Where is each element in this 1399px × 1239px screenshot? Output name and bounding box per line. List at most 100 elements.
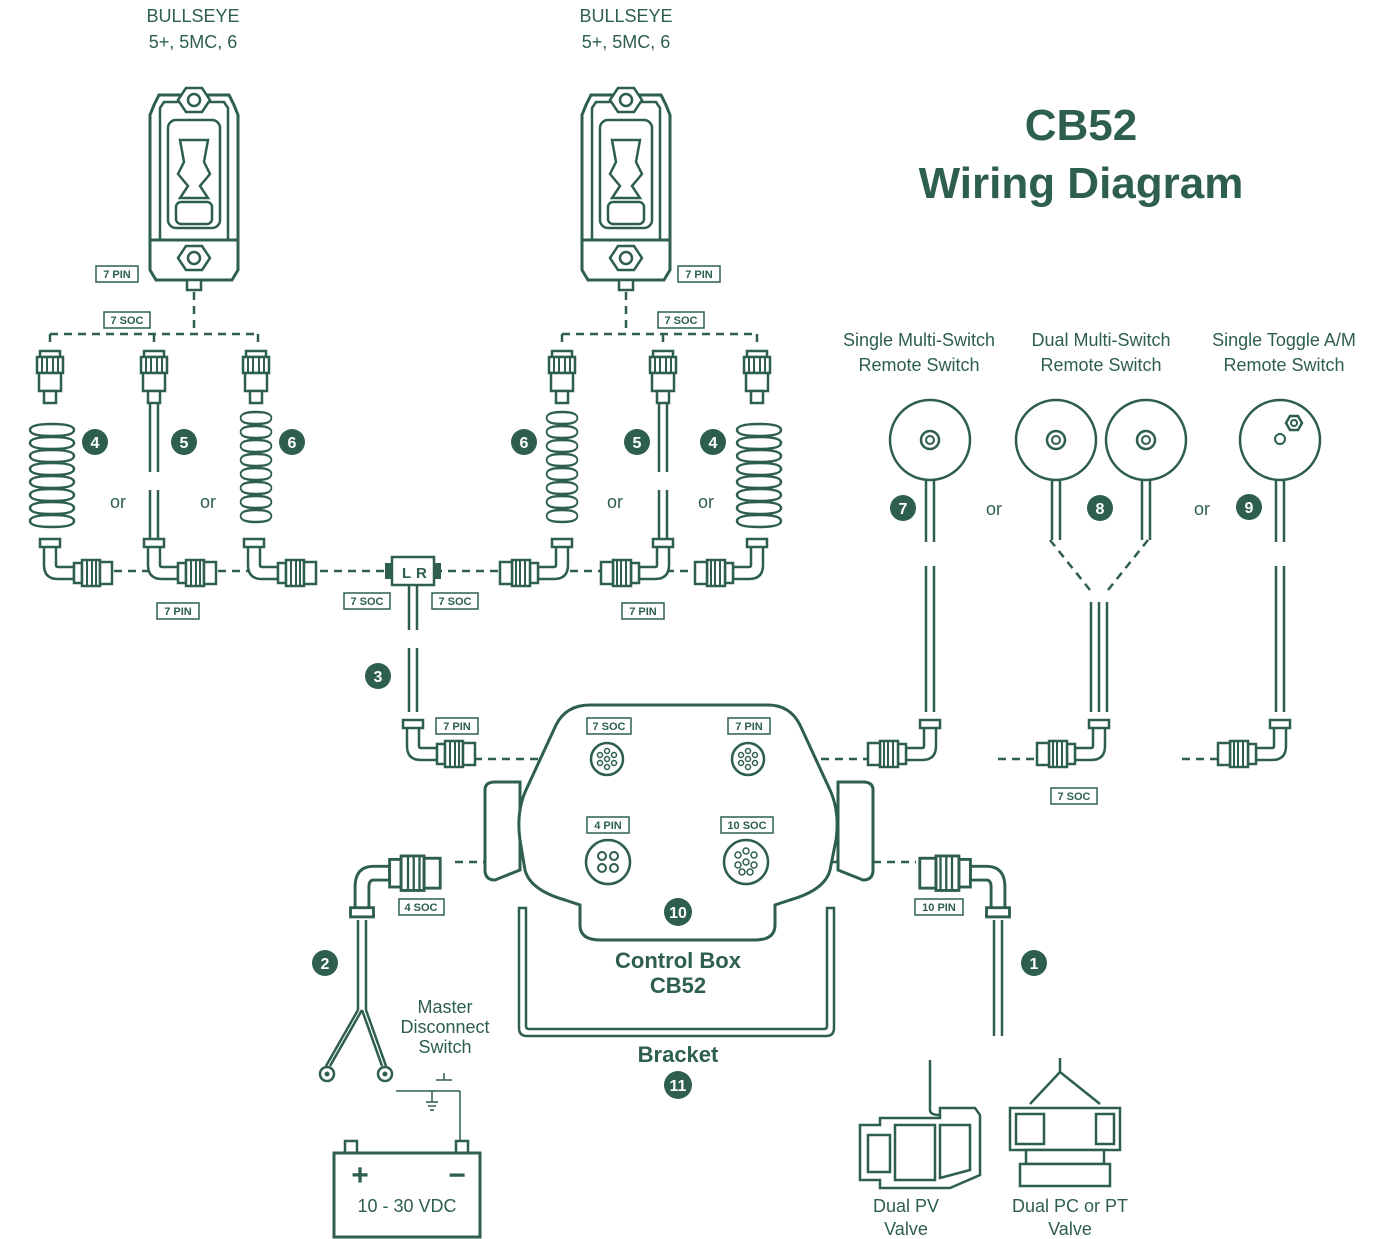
connector-tag-text: 7 SOC [1057,791,1090,803]
connector-tag-text: 7 SOC [110,315,143,327]
connector-tag-text: 7 SOC [350,596,383,608]
cable-5-left [139,349,218,588]
badge-text: 10 [669,905,687,922]
connector-tag-text: 7 PIN [629,606,657,618]
left-controller-label-line1: BULLSEYE [146,6,239,26]
battery-minus: − [448,1159,466,1192]
bracket-label: Bracket [638,1042,719,1067]
cable-6-left [239,349,318,588]
badge-text: 8 [1096,501,1105,518]
badge-text: 3 [374,669,383,686]
dual-multi-label-line1: Dual Multi-Switch [1031,330,1170,350]
splitter-right-label: R [416,565,427,582]
connector-tag: 10 PIN [914,898,964,916]
badge-text: 11 [670,1078,687,1095]
connector-tag: 4 PIN [586,816,630,834]
number-badge-1: 1 [1021,950,1047,976]
connector-tag: 4 SOC [398,898,445,916]
number-badge-11: 11 [664,1071,692,1099]
connector-tag-text: 7 PIN [443,721,471,733]
remote-switch-single-toggle [1216,398,1322,769]
or-text: or [200,492,216,512]
right-controller-label-line2: 5+, 5MC, 6 [582,32,671,52]
single-toggle-label-line1: Single Toggle A/M [1212,330,1356,350]
battery-voltage: 10 - 30 VDC [357,1196,456,1216]
number-badge-5: 5 [171,429,197,455]
number-badge-8: 8 [1087,495,1113,521]
right-bullseye-controller [580,86,672,292]
title-line2: Wiring Diagram [919,159,1244,208]
number-badge-4: 4 [82,429,108,455]
control-box-cb52 [483,703,875,942]
master-switch-label-line1: Master [417,997,472,1017]
right-controller-label-line1: BULLSEYE [579,6,672,26]
or-text: or [986,499,1002,519]
connector-tag: 7 PIN [156,602,200,620]
connector-tag-text: 7 PIN [735,721,763,733]
number-badge-10: 10 [664,898,692,926]
connector-tag-text: 4 PIN [594,820,622,832]
connector-tag: 7 PIN [435,717,479,735]
connector-tag: 7 SOC [103,311,151,329]
connector-tag-text: 7 PIN [685,269,713,281]
single-multi-label-line2: Remote Switch [858,355,979,375]
cable-2-power [318,854,442,1083]
single-toggle-label-line2: Remote Switch [1223,355,1344,375]
title-line1: CB52 [1025,101,1138,150]
or-text: or [607,492,623,512]
connector-tag: 7 PIN [727,717,771,735]
cable-4-left [28,349,114,588]
bracket [517,906,836,1038]
badge-text: 5 [180,435,189,452]
badge-text: 6 [288,435,297,452]
dual-multi-label-line2: Remote Switch [1040,355,1161,375]
dual-pv-valve [858,1060,982,1190]
splitter-left-label: L [402,565,411,582]
cable-1-valve [918,854,1011,1036]
pv-valve-label-line2: Valve [884,1219,928,1239]
badge-text: 9 [1245,500,1254,517]
connector-tag-text: 10 PIN [922,902,956,914]
number-badge-9: 9 [1236,494,1262,520]
number-badge-4: 4 [700,429,726,455]
pc-valve-label-line1: Dual PC or PT [1012,1196,1128,1216]
left-bullseye-controller [148,86,240,292]
connector-tag: 7 SOC [431,592,479,610]
connector-tag-text: 7 SOC [438,596,471,608]
single-multi-label-line1: Single Multi-Switch [843,330,995,350]
number-badge-6: 6 [511,429,537,455]
dual-pc-valve [1008,1058,1122,1188]
number-badge-6: 6 [279,429,305,455]
connector-tag-text: 10 SOC [727,820,766,832]
badge-text: 4 [91,435,100,452]
master-switch-label-line2: Disconnect [400,1017,489,1037]
badge-text: 7 [899,501,908,518]
master-switch-label-line3: Switch [418,1037,471,1057]
cable-6-right [498,349,579,588]
connector-tag-text: 7 SOC [664,315,697,327]
connector-tag: 10 SOC [720,816,774,834]
or-text: or [698,492,714,512]
connector-tag: 7 PIN [677,265,721,283]
cable-5-right [599,349,678,588]
connector-tag-text: 7 SOC [592,721,625,733]
connector-tag-text: 7 PIN [164,606,192,618]
pc-valve-label-line2: Valve [1048,1219,1092,1239]
battery-plus: + [351,1159,369,1192]
badge-text: 5 [633,435,642,452]
connector-tag: 7 SOC [1050,787,1098,805]
battery [332,1139,482,1239]
pv-valve-label-line1: Dual PV [873,1196,939,1216]
badge-text: 1 [1030,956,1039,973]
control-box-label-line1: Control Box [615,948,742,973]
connector-tag-text: 4 SOC [404,902,437,914]
badge-text: 4 [709,435,718,452]
cable-4-right [693,349,783,588]
splitter-connector: L R [385,555,477,769]
badge-text: 6 [520,435,529,452]
master-disconnect-switch [396,1073,461,1140]
number-badge-2: 2 [312,950,338,976]
connector-tag: 7 SOC [657,311,705,329]
connector-tag: 7 SOC [343,592,391,610]
